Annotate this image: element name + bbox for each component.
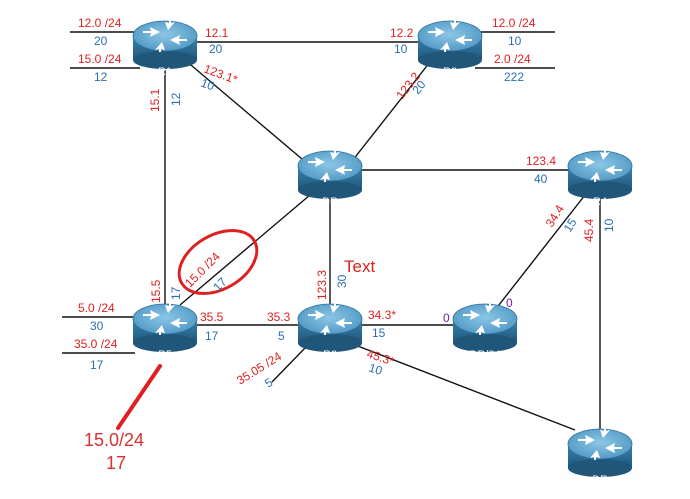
r4-drb-cost: 10 xyxy=(602,218,616,232)
r5-stub-bottom-net: 35.0 /24 xyxy=(74,337,118,351)
r3-dr-addr: 123.3 xyxy=(315,270,329,300)
text-label: Text xyxy=(344,257,375,276)
r2-stub-bottom-net: 2.0 /24 xyxy=(494,52,531,66)
r3-dr24-addr: 34.3* xyxy=(368,308,396,322)
router-dr-center[interactable]: DR xyxy=(297,149,363,208)
link-dr-r5 xyxy=(179,194,311,306)
r3-dr-cost: 30 xyxy=(335,274,349,288)
r3-dr24-cost: 15 xyxy=(372,326,386,340)
link-r1-dr xyxy=(184,59,316,171)
r1-stub-top-net: 12.0 /24 xyxy=(78,16,122,30)
link-r2-dr xyxy=(344,61,431,171)
r5-stub-top-net: 5.0 /24 xyxy=(78,301,115,315)
annotation-ellipse xyxy=(177,229,259,295)
router-r5[interactable]: R5 xyxy=(132,302,198,361)
router-label: DR xyxy=(322,196,338,208)
links xyxy=(62,31,601,431)
r1-dr-cost: 10 xyxy=(199,76,217,94)
router-label: R1 xyxy=(158,66,172,78)
router-label: R2 xyxy=(443,66,457,78)
r3-drb-cost: 10 xyxy=(367,361,384,379)
r1-r2-addr: 12.1 xyxy=(205,26,229,40)
router-label: DR xyxy=(592,474,608,486)
r2-r1-addr: 12.2 xyxy=(390,26,414,40)
r2-stub-top-net: 12.0 /24 xyxy=(492,16,536,30)
router-label: DR/24 xyxy=(469,349,500,361)
link-r3-drbottom xyxy=(354,344,576,431)
r3-stub-net: 35.05 /24 xyxy=(234,349,284,388)
r1-stub-top-cost: 20 xyxy=(94,34,108,48)
r1-r5-cost: 12 xyxy=(169,92,183,106)
dr24-r3-cost: 0 xyxy=(443,311,450,325)
router-dr24[interactable]: DR/24 xyxy=(452,302,518,361)
r5-r3-addr: 35.5 xyxy=(200,310,224,324)
r3-r5-addr: 35.3 xyxy=(267,310,291,324)
stub-r3 xyxy=(271,347,306,383)
r2-stub-bottom-cost: 222 xyxy=(504,70,524,84)
r1-r2-cost: 20 xyxy=(209,42,223,56)
r4-dr24-cost: 15 xyxy=(561,216,580,235)
link-dr24-r4 xyxy=(494,194,586,311)
r2-stub-top-cost: 10 xyxy=(508,34,522,48)
r4-drb-addr: 45.4 xyxy=(582,218,596,242)
annotation-net: 15.0/24 xyxy=(84,430,144,450)
annotation-cost: 17 xyxy=(106,453,126,473)
router-label: R5 xyxy=(158,349,172,361)
r3-r5-cost: 5 xyxy=(278,329,285,343)
r5-r1-cost: 17 xyxy=(169,286,183,300)
r2-r1-cost: 10 xyxy=(394,42,408,56)
r5-stub-bottom-cost: 17 xyxy=(90,358,104,372)
r4-dr-addr: 123.4 xyxy=(526,154,556,168)
zero-cost-labels: 0 0 xyxy=(443,296,513,325)
dr24-r4-cost: 0 xyxy=(506,296,513,310)
r3-stub-cost: 5 xyxy=(262,375,275,391)
router-label: R4 xyxy=(593,196,607,208)
r1-stub-bottom-net: 15.0 /24 xyxy=(78,52,122,66)
r4-dr-cost: 40 xyxy=(534,172,548,186)
r5-stub-top-cost: 30 xyxy=(90,319,104,333)
router-label: R3 xyxy=(323,349,337,361)
r5-r3-cost: 17 xyxy=(205,329,219,343)
annotation-line xyxy=(116,364,162,430)
router-r1[interactable]: R1 xyxy=(132,19,198,78)
r1-stub-bottom-cost: 12 xyxy=(94,70,108,84)
router-r2[interactable]: R2 xyxy=(417,19,483,78)
router-dr-bottom[interactable]: DR xyxy=(567,427,633,486)
router-r3[interactable]: R3 xyxy=(297,302,363,361)
r1-r5-addr: 15.1 xyxy=(148,88,162,112)
router-r4[interactable]: R4 xyxy=(567,149,633,208)
r5-r1-addr: 15.5 xyxy=(149,279,163,303)
